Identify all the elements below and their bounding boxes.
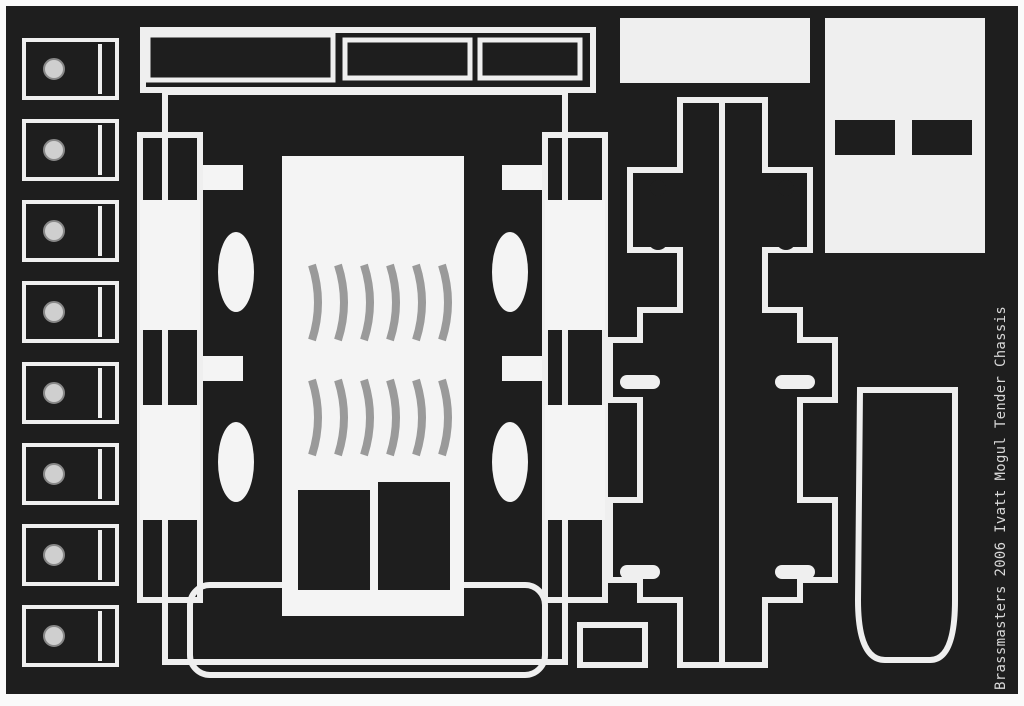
axlebox-tab	[22, 443, 119, 505]
axlebox-tab	[22, 119, 119, 181]
tender-frame-right	[577, 97, 958, 668]
axlebox-tab	[22, 362, 119, 424]
spring-leaf	[386, 378, 400, 457]
axlebox-tab	[22, 605, 119, 667]
spring-leaf	[438, 263, 452, 342]
rivet-boss	[43, 58, 65, 80]
spring-leaf	[412, 263, 426, 342]
axlebox-tab	[22, 38, 119, 100]
axlebox-tab	[22, 200, 119, 262]
spring-leaf	[360, 263, 374, 342]
rivet-boss	[43, 544, 65, 566]
spring-leaf	[308, 378, 322, 457]
spring-leaf	[334, 263, 348, 342]
rivet-boss	[43, 625, 65, 647]
rivet-boss	[43, 463, 65, 485]
fret-etched-title: Brassmasters 2006 Ivatt Mogul Tender Cha…	[993, 305, 1009, 690]
rivet-boss	[43, 220, 65, 242]
spring-leaf	[360, 378, 374, 457]
springs	[308, 263, 452, 457]
spring-leaf	[334, 378, 348, 457]
left-tab-column	[22, 38, 119, 667]
spring-leaf	[438, 378, 452, 457]
rivet-boss	[43, 382, 65, 404]
spring-leaf	[386, 263, 400, 342]
spring-leaf	[412, 378, 426, 457]
spring-leaf	[308, 263, 322, 342]
rivet-boss	[43, 301, 65, 323]
axlebox-tab	[22, 281, 119, 343]
axlebox-tab	[22, 524, 119, 586]
rivet-boss	[43, 139, 65, 161]
